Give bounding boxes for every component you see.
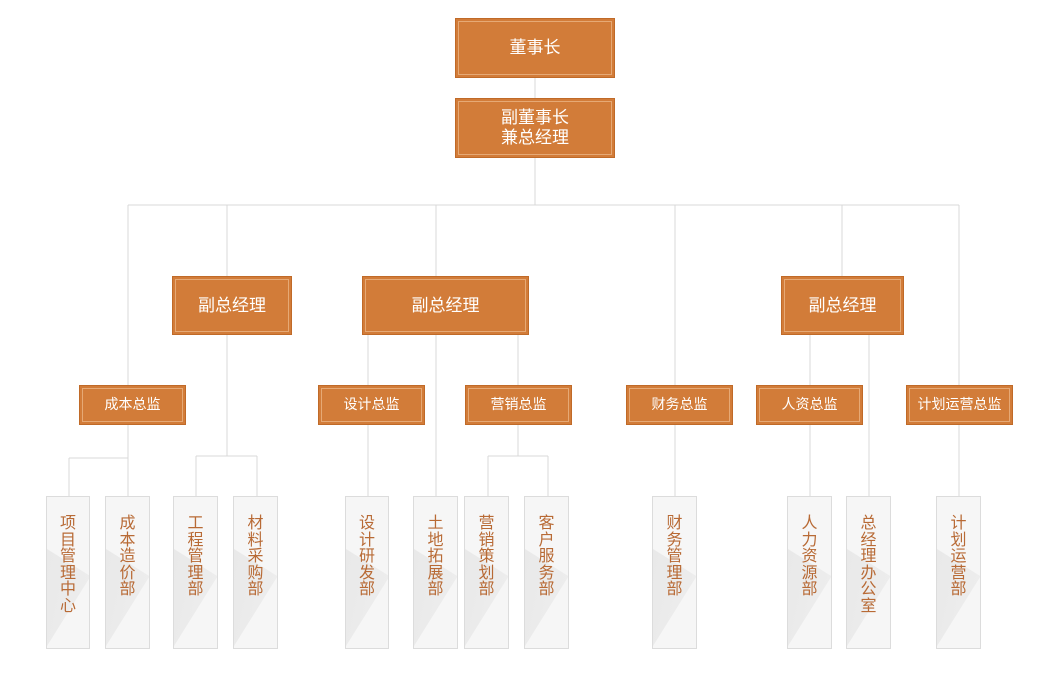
cost-director-box: 成本总监 [79,385,186,425]
marketing-director-box: 营销总监 [465,385,572,425]
marketing-director-label: 营销总监 [490,397,547,413]
dept-material-purchase: 材料采购部 [233,496,278,649]
dept-human-resources: 人力资源部 [787,496,832,649]
hr-director-box: 人资总监 [756,385,863,425]
vice-chairman-box: 副董事长 兼总经理 [455,98,615,158]
dept-engineering-label: 工程管理部 [187,513,204,598]
design-director-label: 设计总监 [343,397,400,413]
planning-director-box: 计划运营总监 [906,385,1013,425]
dept-human-resources-label: 人力资源部 [801,513,818,598]
dept-project-center-label: 项目管理中心 [59,513,76,615]
vice-chairman-label: 副董事长 兼总经理 [501,108,569,148]
dept-planning-ops-label: 计划运营部 [950,513,967,598]
deputy-gm-1-box: 副总经理 [172,276,292,335]
finance-director-label: 财务总监 [651,397,708,413]
finance-director-box: 财务总监 [626,385,733,425]
deputy-gm-3-label: 副总经理 [808,295,877,316]
dept-design-rd-label: 设计研发部 [358,513,375,598]
dept-engineering: 工程管理部 [173,496,218,649]
dept-design-rd: 设计研发部 [345,496,389,649]
deputy-gm-2-box: 副总经理 [362,276,529,335]
cost-director-label: 成本总监 [104,397,161,413]
dept-marketing-planning: 营销策划部 [464,496,509,649]
deputy-gm-3-box: 副总经理 [781,276,904,335]
dept-gm-office: 总经理办公室 [846,496,891,649]
deputy-gm-2-label: 副总经理 [411,295,480,316]
dept-marketing-planning-label: 营销策划部 [478,513,495,598]
dept-planning-ops: 计划运营部 [936,496,981,649]
dept-finance-mgmt-label: 财务管理部 [666,513,683,598]
hr-director-label: 人资总监 [781,397,838,413]
planning-director-label: 计划运营总监 [917,397,1002,413]
chairman-label: 董事长 [509,38,561,58]
dept-cost-pricing-label: 成本造价部 [119,513,136,598]
dept-customer-service-label: 客户服务部 [538,513,555,598]
dept-land-expansion: 土地拓展部 [413,496,458,649]
chairman-box: 董事长 [455,18,615,78]
dept-cost-pricing: 成本造价部 [105,496,150,649]
dept-finance-mgmt: 财务管理部 [652,496,697,649]
dept-material-purchase-label: 材料采购部 [247,513,264,598]
dept-customer-service: 客户服务部 [524,496,569,649]
dept-project-center: 项目管理中心 [46,496,90,649]
dept-land-expansion-label: 土地拓展部 [427,513,444,598]
design-director-box: 设计总监 [318,385,425,425]
dept-gm-office-label: 总经理办公室 [860,513,877,615]
deputy-gm-1-label: 副总经理 [198,295,266,316]
